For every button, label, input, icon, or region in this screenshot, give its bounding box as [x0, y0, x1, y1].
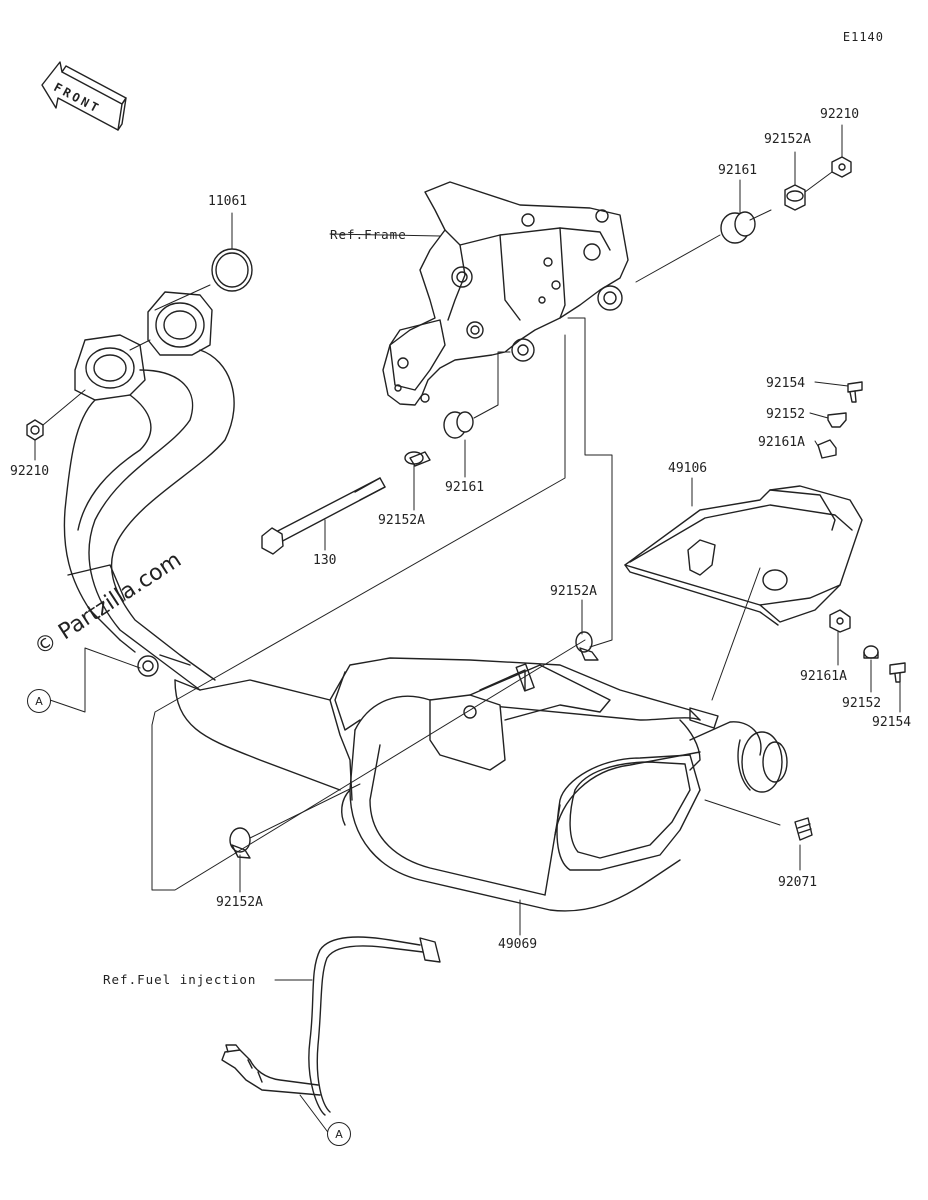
part-label-49106[interactable]: 49106	[668, 461, 708, 476]
part-label-92161-mid[interactable]: 92161	[445, 480, 485, 495]
heat-shield	[624, 485, 863, 626]
part-label-49069[interactable]: 49069	[498, 937, 538, 952]
part-label-92154-top[interactable]: 92154	[766, 376, 806, 391]
part-label-92071[interactable]: 92071	[778, 875, 818, 890]
part-label-92210-left[interactable]: 92210	[10, 464, 50, 479]
leader-lines	[34, 124, 901, 1136]
gasket-11061	[211, 248, 253, 292]
part-label-92154-bottom[interactable]: 92154	[872, 715, 912, 730]
marker-a-left: A	[27, 689, 51, 713]
part-label-92152-top[interactable]: 92152	[766, 407, 806, 422]
diagram-code: E1140	[842, 30, 884, 44]
small-parts	[26, 156, 906, 859]
part-label-92210-right[interactable]: 92210	[820, 107, 860, 122]
part-label-92152A-right[interactable]: 92152A	[550, 584, 597, 599]
ref-frame-label: Ref.Frame	[330, 227, 407, 242]
o2-sensor-wire	[221, 936, 441, 1116]
front-arrow-icon	[41, 61, 127, 131]
ref-fuel-injection-label: Ref.Fuel injection	[103, 972, 257, 987]
frame-bracket	[382, 181, 629, 406]
exhaust-header-pipes	[63, 291, 341, 791]
part-label-92152A-bottom[interactable]: 92152A	[216, 895, 263, 910]
part-label-92152A-mid[interactable]: 92152A	[378, 513, 425, 528]
part-label-92161A-top[interactable]: 92161A	[758, 435, 805, 450]
bolt-130	[261, 477, 386, 555]
marker-a-bottom: A	[327, 1122, 351, 1146]
part-label-92161-top[interactable]: 92161	[718, 163, 758, 178]
part-label-130[interactable]: 130	[313, 553, 337, 568]
part-label-92152A-top[interactable]: 92152A	[764, 132, 811, 147]
part-label-11061[interactable]: 11061	[208, 194, 248, 209]
part-label-92152-bottom[interactable]: 92152	[842, 696, 882, 711]
muffler	[329, 657, 788, 912]
part-label-92161A-bottom[interactable]: 92161A	[800, 669, 847, 684]
